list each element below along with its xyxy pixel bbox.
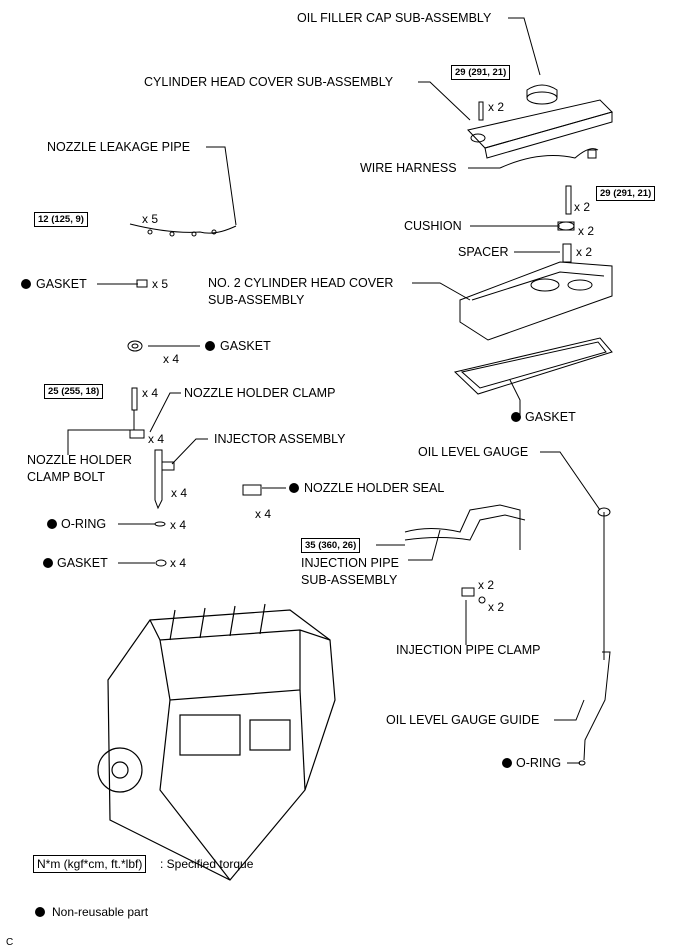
qty-leak-gasket: x 5: [152, 277, 169, 291]
nonreusable-dot: [47, 519, 57, 529]
qty-cover-bolt: x 2: [488, 100, 505, 114]
footer-code: C: [6, 937, 14, 948]
gasket-top-label: GASKET: [220, 339, 271, 353]
qty-cushion: x 2: [578, 224, 595, 238]
torque-box-cover-bolt-2: 29 (291, 21): [596, 186, 656, 201]
torque-box-clamp-bolt: 25 (255, 18): [44, 384, 104, 399]
qty-gasket-bottom: x 4: [170, 556, 187, 570]
legend-nonreusable-dot: [35, 907, 45, 917]
torque-box-leakage-pipe: 12 (125, 9): [34, 212, 88, 227]
qty-pipe-nut: x 2: [488, 600, 505, 614]
nozzle-leakage-pipe-label: NOZZLE LEAKAGE PIPE: [47, 140, 191, 154]
oil-level-gauge-label: OIL LEVEL GAUGE: [418, 445, 529, 459]
gasket-cover-label: GASKET: [525, 410, 576, 424]
cushion-label: CUSHION: [404, 219, 462, 233]
nozzle-clamp-bolt-label-2: CLAMP BOLT: [27, 470, 106, 484]
qty-gasket-top: x 4: [163, 352, 180, 366]
injection-pipe-clamp-label: INJECTION PIPE CLAMP: [396, 643, 541, 657]
nonreusable-dot: [205, 341, 215, 351]
o-ring-right-label: O-RING: [516, 756, 562, 770]
legend-nonreusable-text: Non-reusable part: [52, 905, 149, 919]
torque-box-cover-bolt: 29 (291, 21): [451, 65, 511, 80]
gasket-leak-label: GASKET: [36, 277, 87, 291]
oil-filler-cap-label: OIL FILLER CAP SUB-ASSEMBLY: [297, 11, 492, 25]
nonreusable-dot: [511, 412, 521, 422]
legend-torque-text: : Specified torque: [160, 857, 254, 871]
nozzle-clamp-bolt-label-1: NOZZLE HOLDER: [27, 453, 132, 467]
qty-o-ring: x 4: [170, 518, 187, 532]
qty-clamp-bolt: x 4: [142, 386, 159, 400]
oil-level-gauge-guide-label: OIL LEVEL GAUGE GUIDE: [386, 713, 540, 727]
qty-clamp: x 4: [148, 432, 165, 446]
o-ring-left-label: O-RING: [61, 517, 107, 531]
gasket-bottom-label: GASKET: [57, 556, 108, 570]
qty-seal: x 4: [255, 507, 272, 521]
no2-cover-label-1: NO. 2 CYLINDER HEAD COVER: [208, 276, 394, 290]
nonreusable-dot: [289, 483, 299, 493]
injection-pipe-label-1: INJECTION PIPE: [301, 556, 399, 570]
nonreusable-dot: [43, 558, 53, 568]
spacer-label: SPACER: [458, 245, 509, 259]
injector-assembly-label: INJECTOR ASSEMBLY: [214, 432, 346, 446]
legend-torque-box: N*m (kgf*cm, ft.*lbf): [33, 855, 147, 873]
cylinder-head-cover-label: CYLINDER HEAD COVER SUB-ASSEMBLY: [144, 75, 394, 89]
nonreusable-dot: [21, 279, 31, 289]
qty-spacer: x 2: [576, 245, 593, 259]
torque-box-injection-pipe: 35 (360, 26): [301, 538, 361, 553]
qty-leakage-bolt: x 5: [142, 212, 159, 226]
nozzle-holder-clamp-label: NOZZLE HOLDER CLAMP: [184, 386, 336, 400]
qty-injector: x 4: [171, 486, 188, 500]
injection-pipe-label-2: SUB-ASSEMBLY: [301, 573, 398, 587]
qty-pipe-clamp: x 2: [478, 578, 495, 592]
nonreusable-dot: [502, 758, 512, 768]
wire-harness-label: WIRE HARNESS: [360, 161, 457, 175]
nozzle-holder-seal-label: NOZZLE HOLDER SEAL: [304, 481, 445, 495]
qty-cover2-bolt: x 2: [574, 200, 591, 214]
no2-cover-label-2: SUB-ASSEMBLY: [208, 293, 305, 307]
